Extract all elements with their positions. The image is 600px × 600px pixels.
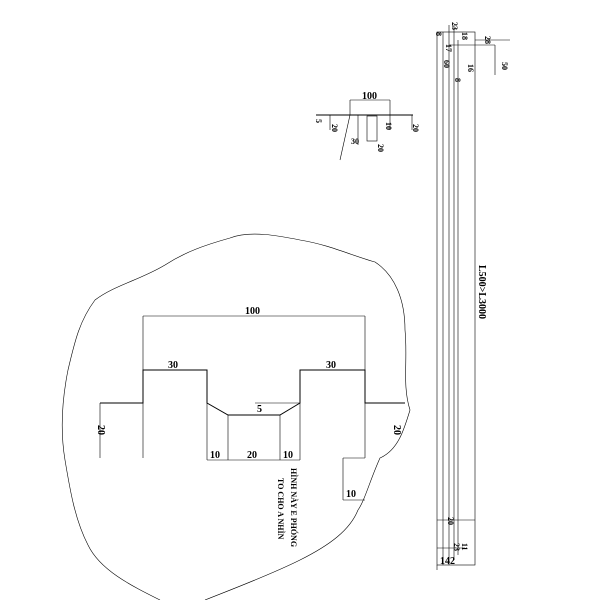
dim-right-flange: 30 bbox=[326, 360, 336, 371]
dim-step: 5 bbox=[257, 404, 262, 415]
bar-dim-8-top: 8 bbox=[434, 32, 443, 36]
note-line-2: TO CHO A NHÌN bbox=[276, 478, 286, 540]
large-profile: 100 30 30 5 20 20 10 20 10 10 bbox=[95, 306, 405, 501]
small-dim-overall: 100 bbox=[362, 91, 377, 102]
bar-dim-23-bottom: 23 bbox=[452, 543, 461, 551]
dim-right-height: 20 bbox=[391, 425, 402, 435]
dim-left-height: 20 bbox=[95, 425, 106, 435]
small-profile: 100 5 20 30 20 10 20 bbox=[314, 91, 420, 161]
small-dim-step: 5 bbox=[314, 119, 323, 123]
bar-dim-50: 50 bbox=[500, 62, 509, 70]
sketch-outline bbox=[61, 233, 411, 600]
bar-dim-23: 23 bbox=[450, 22, 459, 30]
bar-dim-16: 16 bbox=[466, 64, 475, 72]
dim-bottom-mid: 20 bbox=[247, 450, 257, 461]
bar-dim-28: 28 bbox=[483, 36, 492, 44]
bar-dim-142: 142 bbox=[440, 556, 455, 567]
dim-left-flange: 30 bbox=[168, 360, 178, 371]
dim-overall: 100 bbox=[245, 306, 260, 317]
small-dim-right-inner: 10 bbox=[384, 122, 393, 130]
small-dim-slot: 20 bbox=[376, 144, 385, 152]
note-line-1: HÌNH NÀY E PHÓNG bbox=[289, 468, 299, 547]
bar-length: L500>L3000 bbox=[476, 265, 487, 319]
bar-dim-18: 18 bbox=[460, 32, 469, 40]
dim-bottom-left: 10 bbox=[210, 450, 220, 461]
small-dim-mid: 30 bbox=[351, 137, 359, 146]
bar-dim-20: 20 bbox=[446, 517, 455, 525]
bar-elevation: 8 23 18 28 17 60 16 50 8 L500>L3000 20 1… bbox=[434, 22, 510, 570]
bar-dim-17: 17 bbox=[444, 44, 453, 52]
dim-lip: 10 bbox=[346, 489, 356, 500]
bar-dim-8-low: 8 bbox=[453, 78, 462, 82]
dim-bottom-right: 10 bbox=[283, 450, 293, 461]
bar-dim-60: 60 bbox=[442, 60, 451, 68]
bar-dim-11: 11 bbox=[460, 543, 469, 551]
small-dim-left: 20 bbox=[330, 124, 339, 132]
small-dim-right: 20 bbox=[411, 124, 420, 132]
